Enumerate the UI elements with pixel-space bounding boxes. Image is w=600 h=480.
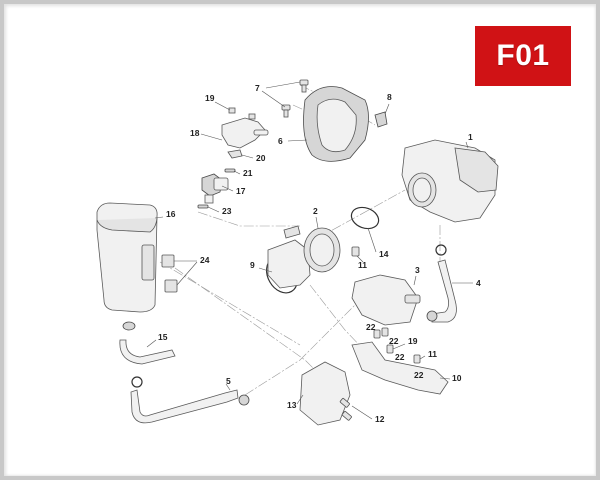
part-11-screw-a [351, 246, 360, 257]
part-13-bracket [299, 361, 351, 426]
callout-17: 17 [236, 186, 246, 196]
callout-21: 21 [243, 168, 253, 178]
part-6-cover [303, 86, 369, 162]
callout-2: 2 [313, 206, 318, 216]
part-3-valve [351, 274, 421, 326]
callout-7: 7 [255, 83, 260, 93]
callout-9: 9 [250, 260, 255, 270]
callout-1: 1 [468, 132, 473, 142]
callout-12: 12 [375, 414, 385, 424]
callout-15: 15 [158, 332, 168, 342]
callout-22b: 22 [389, 336, 399, 346]
callout-20: 20 [256, 153, 266, 163]
part-24-bracket-b [164, 279, 178, 293]
callout-6: 6 [278, 136, 283, 146]
callout-19a: 19 [205, 93, 215, 103]
part-12-screws [339, 398, 352, 421]
callout-16: 16 [166, 209, 176, 219]
part-23-oring [197, 204, 209, 209]
part-7-screws [281, 79, 309, 118]
part-10-bracket [351, 341, 449, 395]
callout-23: 23 [222, 206, 232, 216]
callout-11a: 11 [358, 260, 367, 270]
part-20-clip [227, 149, 243, 159]
callout-8: 8 [387, 92, 392, 102]
callout-22a: 22 [366, 322, 376, 332]
callout-5: 5 [226, 376, 231, 386]
part-15-hose [119, 321, 176, 365]
part-1-throttle-body [401, 139, 499, 223]
leader-lines [146, 81, 473, 420]
part-24-bracket-a [161, 254, 175, 268]
part-21-oring [224, 168, 236, 173]
part-14-clamp [350, 206, 380, 230]
callout-22d: 22 [414, 370, 424, 380]
part-8-clip [374, 111, 388, 128]
bracket-fasteners [373, 327, 421, 364]
callout-18: 18 [190, 128, 200, 138]
part-2-intake-manifold [267, 225, 341, 289]
part-17-injector [201, 173, 229, 204]
diagram-code-badge: F01 [475, 26, 571, 86]
callout-10: 10 [452, 373, 462, 383]
callout-4: 4 [476, 278, 481, 288]
callout-19b: 19 [408, 336, 418, 346]
part-16-canister [96, 202, 158, 313]
callout-14: 14 [379, 249, 389, 259]
part-18-injector-rail [221, 107, 269, 149]
part-5-hose [130, 376, 250, 424]
assembly-guide-lines [159, 84, 441, 396]
callout-labels: 1 2 3 4 5 6 7 8 9 10 11 11 12 13 14 15 1… [158, 83, 481, 424]
callout-22c: 22 [395, 352, 405, 362]
callout-11b: 11 [428, 349, 437, 359]
callout-24: 24 [200, 255, 210, 265]
callout-3: 3 [415, 265, 420, 275]
callout-13: 13 [287, 400, 297, 410]
part-4-hose [426, 244, 457, 323]
